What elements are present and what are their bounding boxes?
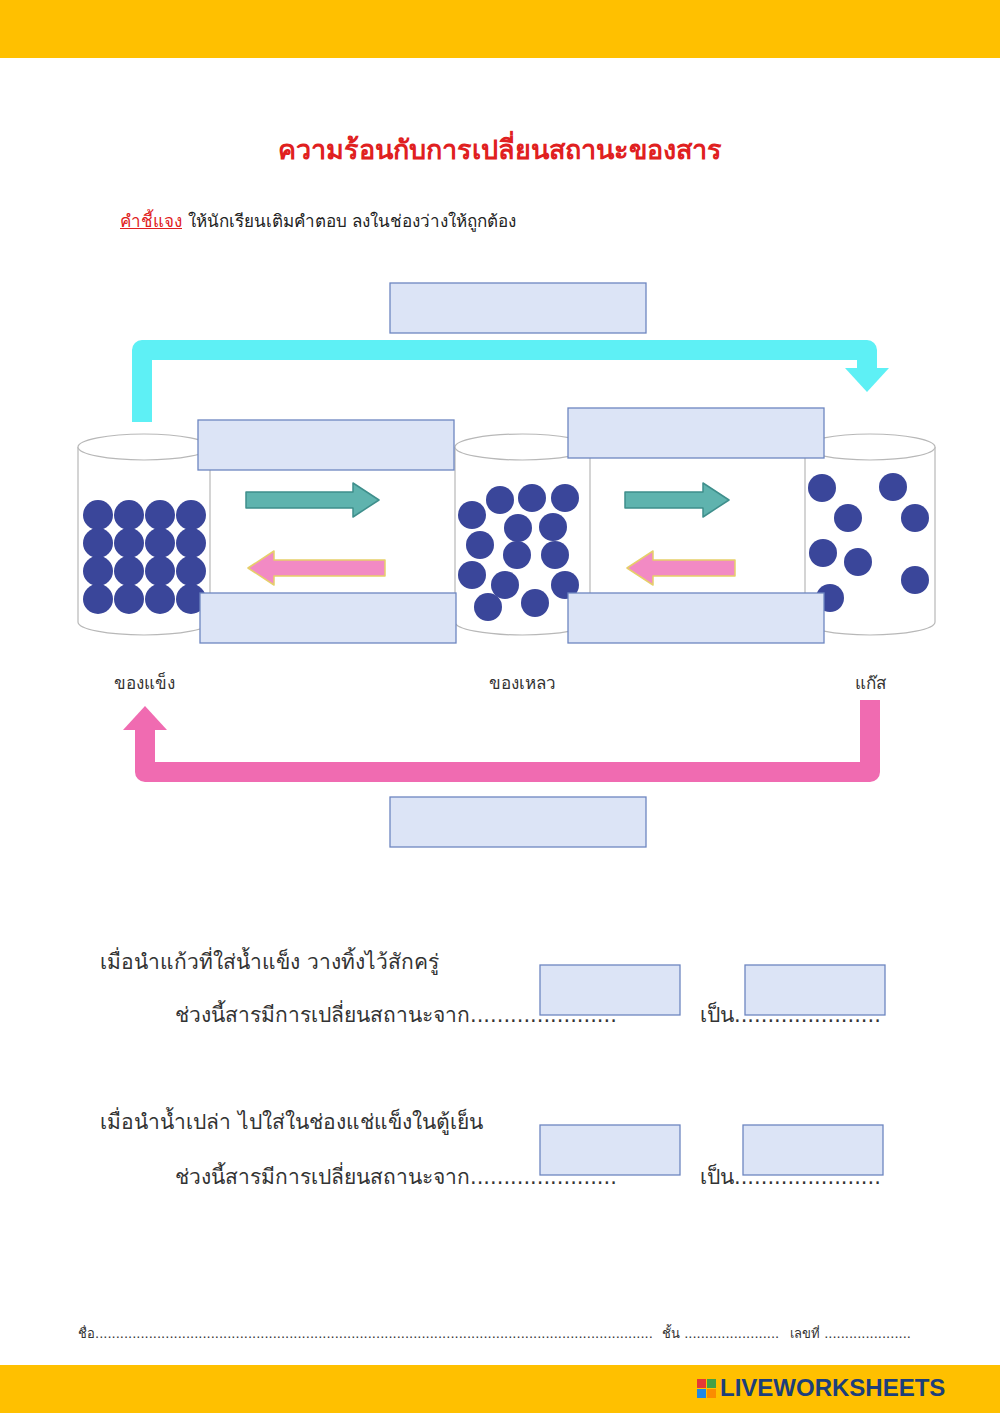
answer-box [568,408,824,458]
instruction: ให้นักเรียนเติมคำตอบ ลงในช่องว่างให้ถูกต… [188,207,516,234]
answer-box [200,593,456,643]
particle [474,593,502,621]
particle [83,556,113,586]
top-bar [0,0,1000,58]
answer-boxes [198,283,885,1175]
answer-box [198,420,454,470]
change-arrow [248,551,385,585]
question: เมื่อนำแก้วที่ใส่น้ำแข็ง วางทิ้งไว้สักคร… [100,945,439,978]
instruction-head: คำชี้แจง [120,207,182,234]
particle [901,504,929,532]
state-label: ของเหลว [489,669,556,696]
change-arrow [625,483,729,517]
particle [458,501,486,529]
answer-line: ช่วงนี้สารมีการเปลี่ยนสถานะจาก..........… [175,1160,617,1193]
particle [114,500,144,530]
state-node: ของแข็ง [70,440,218,702]
particle [176,556,206,586]
arrow-shaft [142,350,867,422]
particle [145,556,175,586]
number-field: เลขที่ ..................... [790,1323,911,1344]
particle [539,513,567,541]
answer-box [568,593,824,643]
logo-text: LIVEWORKSHEETS [720,1374,945,1402]
particle [518,484,546,512]
particle [176,528,206,558]
answer-line: ช่วงนี้สารมีการเปลี่ยนสถานะจาก..........… [175,998,617,1031]
particle [551,484,579,512]
particle [114,556,144,586]
particle [491,571,519,599]
arrow-shaft [145,700,870,772]
change-arrow [123,700,870,772]
particle [521,589,549,617]
particle [503,541,531,569]
particle [844,548,872,576]
answer-line: เป็น...................... [700,998,881,1031]
particle [145,500,175,530]
state-label: แก๊ส [855,669,886,696]
bottom-bar [0,1365,1000,1413]
title: ความร้อนกับการเปลี่ยนสถานะของสาร [278,128,722,171]
arrow-head [845,368,889,392]
answer-box [390,797,646,847]
arrow-head [123,706,167,730]
change-arrow [627,551,735,585]
particle [83,528,113,558]
question: เมื่อนำน้ำเปล่า ไปใส่ในช่องแช่แข็งในตู้เ… [100,1105,483,1138]
particle [114,584,144,614]
particle [458,561,486,589]
particle [114,528,144,558]
state-label: ของแข็ง [114,669,175,696]
answer-line: เป็น...................... [700,1160,881,1193]
particle [83,584,113,614]
state-node: แก๊ส [797,440,943,702]
particle [504,514,532,542]
particle [83,500,113,530]
particle [176,500,206,530]
class-field: ชั้น ....................... [662,1323,779,1344]
name-field: ชื่อ....................................… [78,1323,653,1344]
particle [486,486,514,514]
particle [145,584,175,614]
particle [466,531,494,559]
particle [901,566,929,594]
particle [808,474,836,502]
state-node: ของเหลว [447,440,597,702]
particle [145,528,175,558]
logo-icon [697,1379,716,1398]
answer-box [390,283,646,333]
change-arrow [142,350,889,422]
particle [879,473,907,501]
change-arrow [246,483,379,517]
particle [809,539,837,567]
particle [541,541,569,569]
particle [834,504,862,532]
cylinder-top [78,434,210,460]
cylinder-body [78,447,210,635]
